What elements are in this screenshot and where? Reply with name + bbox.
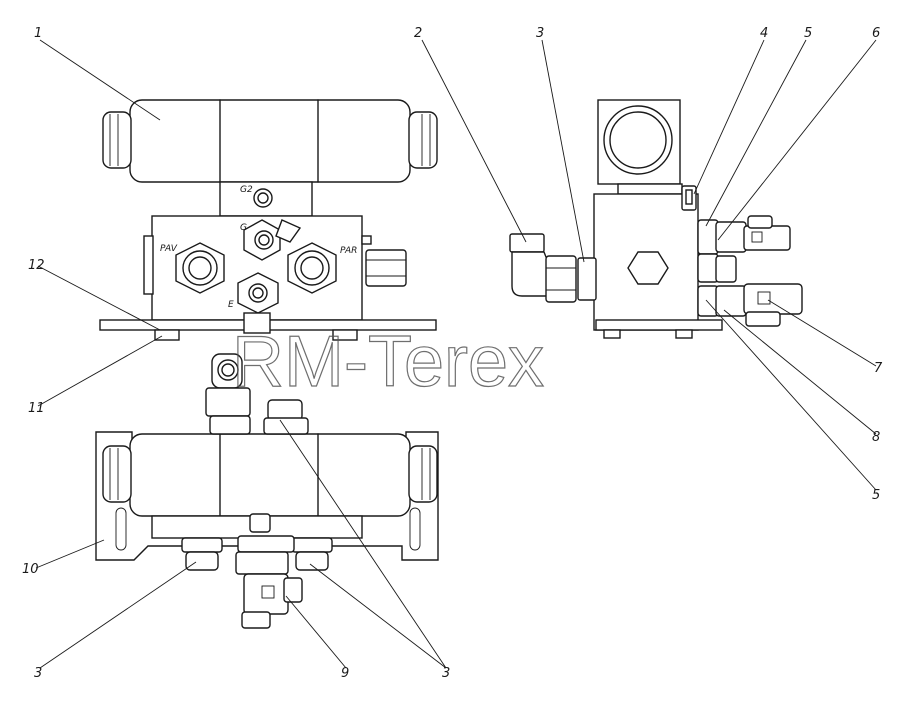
callout-12: 12 (28, 258, 45, 273)
callout-5-bottom: 5 (872, 488, 880, 503)
callout-11: 11 (28, 401, 45, 416)
port-label-g2: G2 (240, 185, 253, 195)
side-view (509, 99, 803, 339)
port-label-pav: PAV (160, 244, 178, 254)
callout-4: 4 (760, 26, 768, 41)
callout-8: 8 (872, 430, 880, 445)
callout-10: 10 (22, 562, 39, 577)
coil-cap-left (102, 111, 132, 169)
callout-2: 2 (414, 26, 422, 41)
watermark: RM-Terex (232, 322, 544, 402)
callout-9: 9 (341, 666, 349, 681)
callout-6: 6 (872, 26, 880, 41)
hex-nut (627, 251, 669, 285)
callout-7: 7 (874, 361, 883, 376)
solenoid-body (129, 99, 411, 183)
front-view (99, 99, 438, 341)
leader-lines (35, 39, 877, 669)
callout-3-top: 3 (536, 26, 544, 41)
port-label-par: PAR (340, 246, 357, 256)
callout-5-top: 5 (804, 26, 812, 41)
callout-3-left: 3 (34, 666, 42, 681)
port-labels: G2 G PAV PAR E (160, 185, 357, 310)
port-label-e: E (228, 300, 234, 310)
port-label-g: G (240, 223, 247, 233)
callout-1: 1 (34, 26, 42, 41)
coil-cap-right (408, 111, 438, 169)
callout-labels: 1 2 3 4 5 6 7 8 5 9 3 3 10 11 12 (22, 26, 883, 681)
callout-3-right: 3 (442, 666, 450, 681)
